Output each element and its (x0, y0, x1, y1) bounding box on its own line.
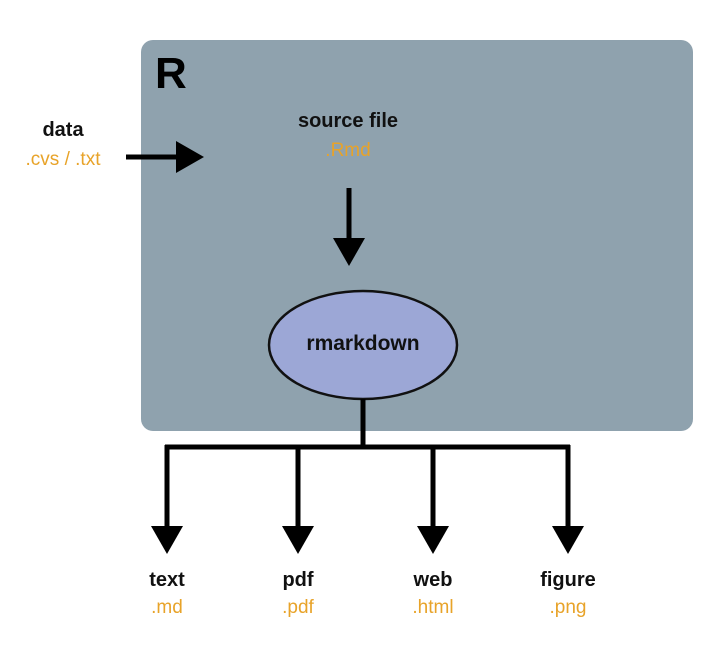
output-name: figure (540, 569, 596, 591)
output-name: web (413, 569, 453, 591)
data-input-name: data (42, 119, 84, 141)
source-file-name: source file (297, 110, 399, 132)
data-input-arrow (126, 141, 204, 173)
output-arrow-figure (552, 445, 584, 554)
output-extension: .pdf (282, 597, 314, 618)
source-file-extension: .Rmd (325, 140, 371, 161)
rmarkdown-label: rmarkdown (306, 332, 420, 355)
output-arrow-web (417, 445, 449, 554)
output-name: text (149, 569, 185, 591)
output-extension: .png (549, 597, 587, 618)
data-input-extension: .cvs / .txt (25, 149, 101, 170)
output-arrow-text (151, 445, 183, 554)
output-arrow-pdf (282, 445, 314, 554)
r-environment-label: R (155, 49, 187, 98)
output-name: pdf (282, 569, 314, 591)
output-extension: .md (151, 597, 183, 618)
source-to-rmarkdown-arrow (333, 188, 365, 266)
output-extension: .html (412, 597, 454, 618)
